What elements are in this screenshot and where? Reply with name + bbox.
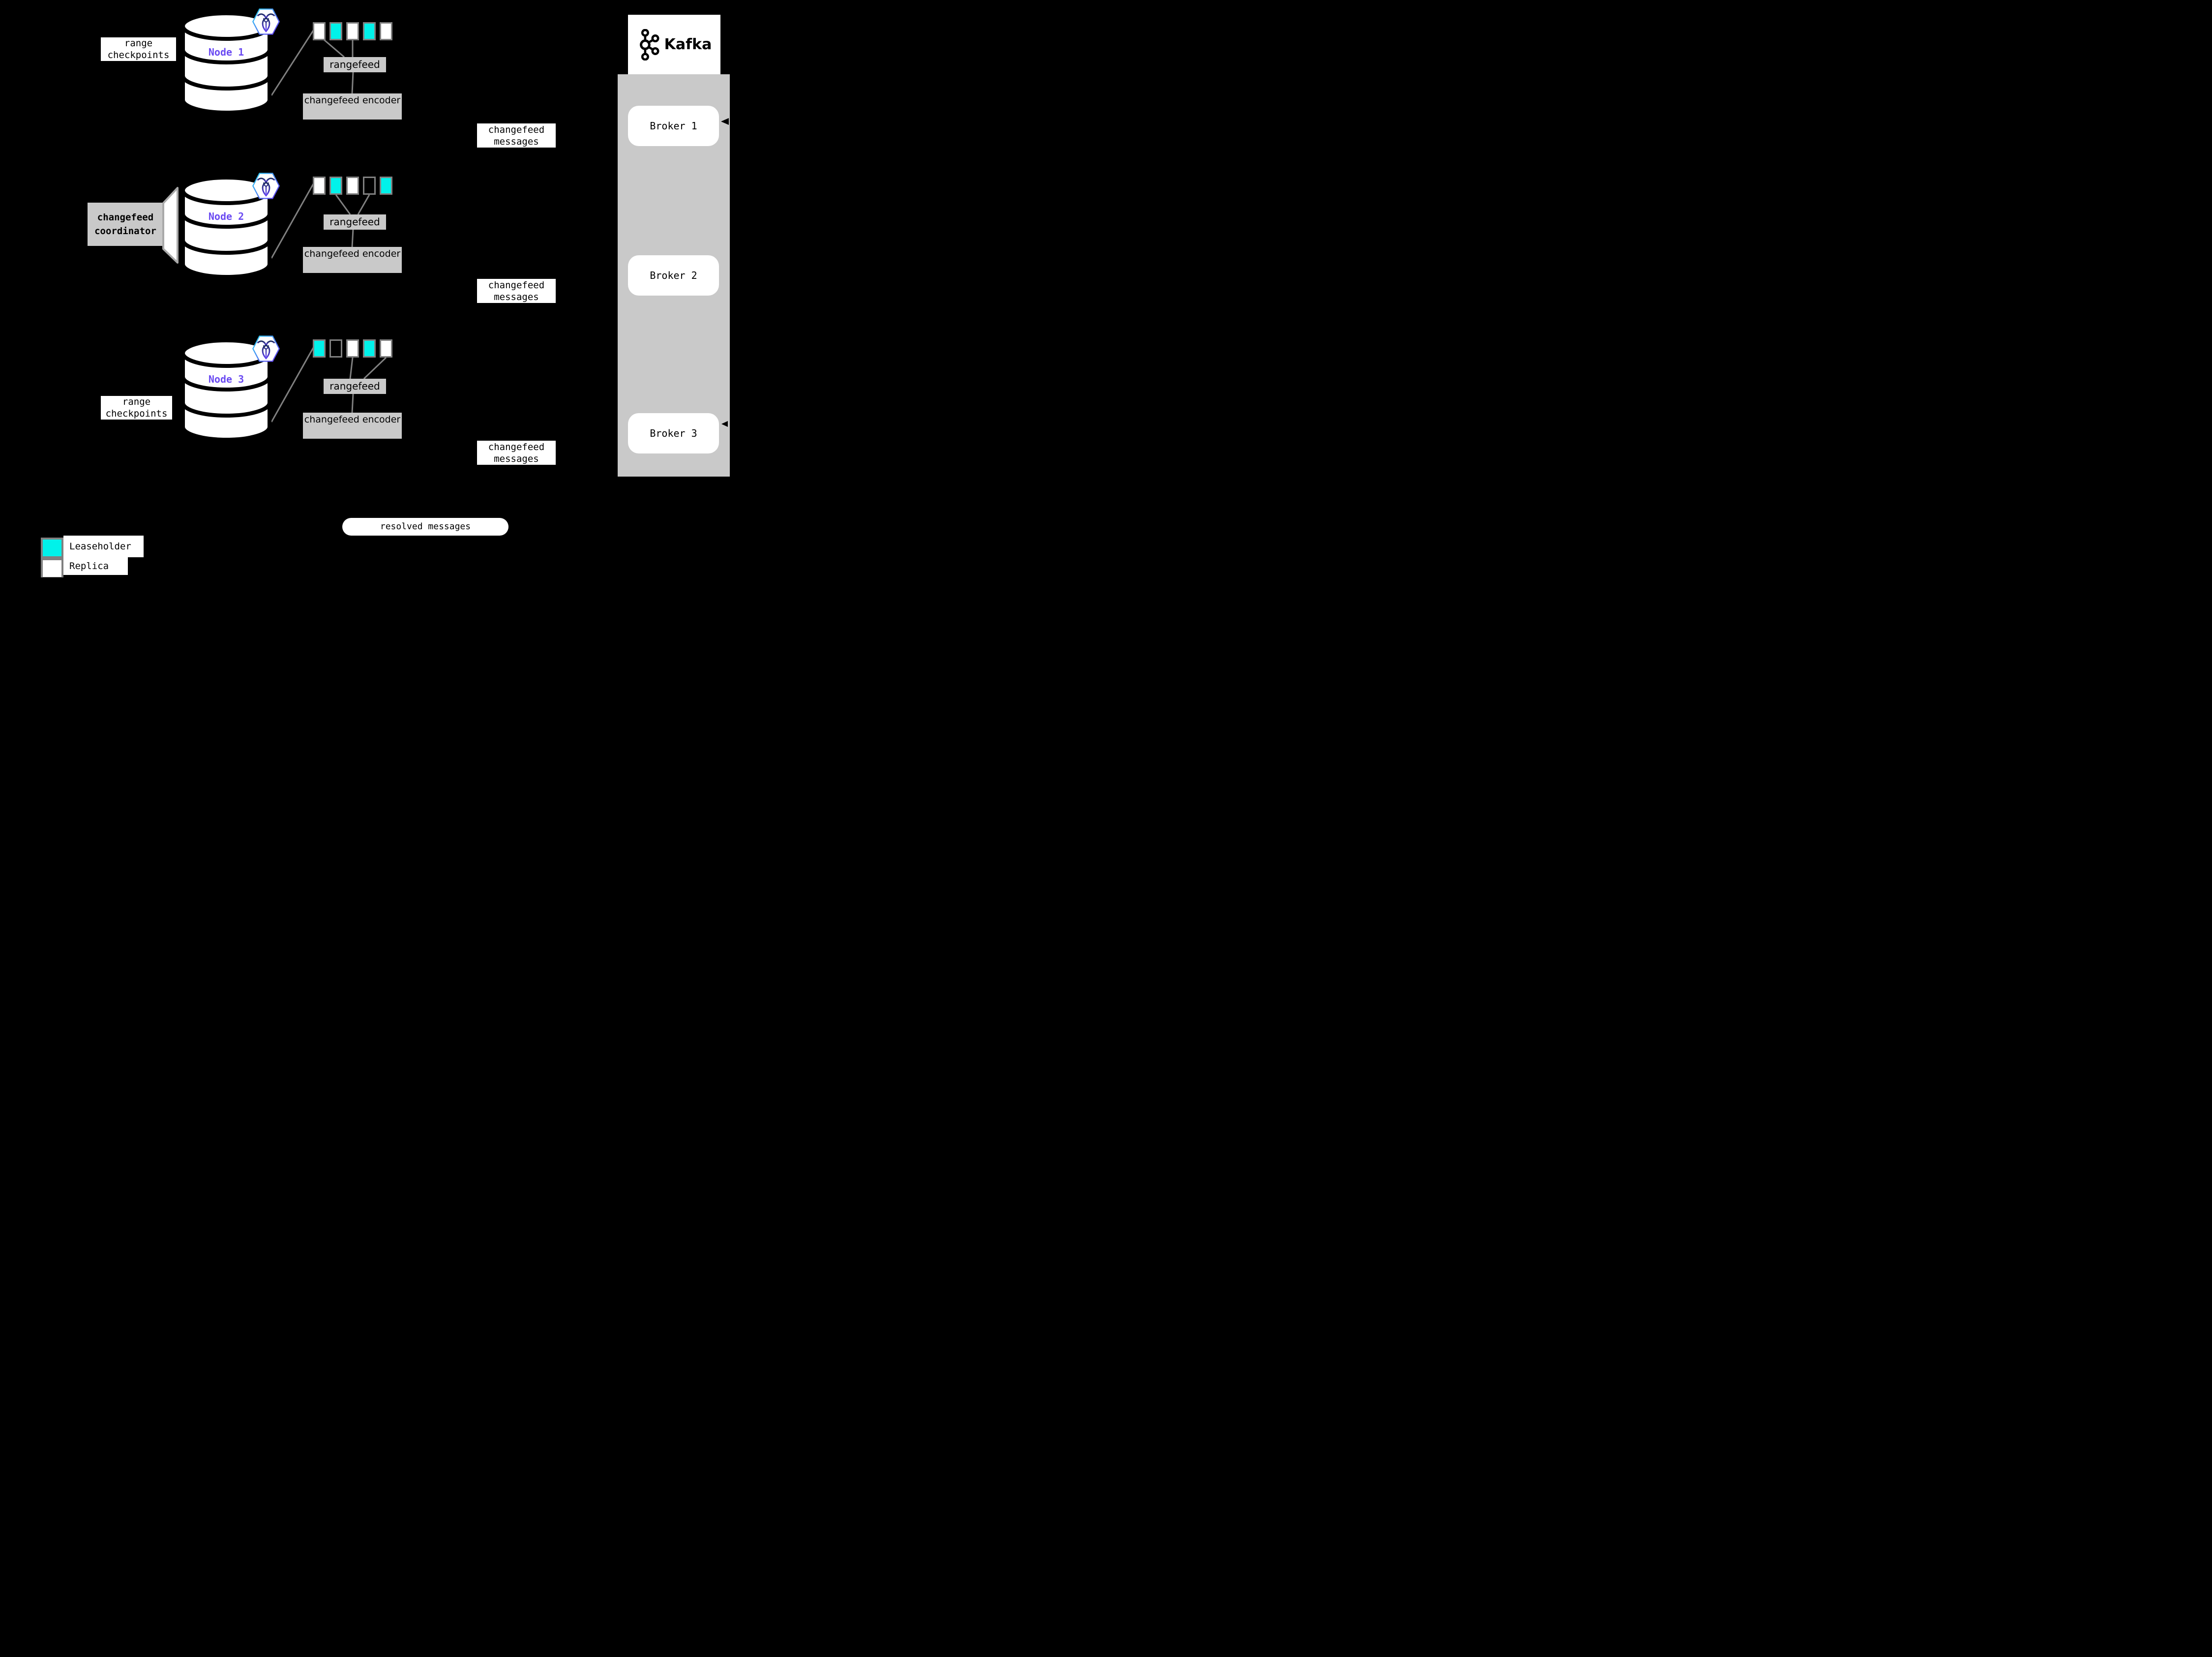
range-rect [313, 22, 326, 40]
node-row-1: Node 1 rangefeed changefeed encoder chan… [0, 8, 771, 169]
database-cylinder-icon [181, 338, 271, 442]
broker-2: Broker 2 [628, 255, 719, 296]
kafka-logo: Kafka [628, 15, 720, 74]
changefeed-encoder-box: changefeed encoder [303, 247, 402, 273]
changefeed-encoder-box: changefeed encoder [303, 413, 402, 439]
cockroachdb-logo-icon [252, 334, 280, 363]
changefeed-messages-label: changefeed messages [477, 123, 556, 148]
node-label: Node 3 [208, 373, 244, 385]
range-rect [380, 177, 392, 195]
range-rect [313, 177, 326, 195]
range-rect [346, 177, 359, 195]
range-rect [363, 177, 376, 195]
arrowhead-broker1-icon [721, 118, 729, 125]
cockroachdb-logo-icon [252, 172, 280, 200]
range-rect [329, 339, 342, 358]
connector-lines [270, 30, 354, 96]
resolved-messages-pill: resolved messages [342, 518, 508, 536]
range-rect [329, 177, 342, 195]
rangefeed-box: rangefeed [324, 214, 386, 230]
kafka-cluster-container: Broker 1 Broker 2 Broker 3 [618, 74, 730, 477]
changefeed-encoder-box: changefeed encoder [303, 93, 402, 120]
node-row-3: Node 3 rangefeed changefeed encoder chan… [0, 335, 771, 496]
connector-lines [270, 183, 370, 259]
rangefeed-box: rangefeed [324, 57, 386, 72]
legend-replica-swatch [41, 558, 63, 577]
diagram-canvas: Node 1 rangefeed changefeed encoder chan… [0, 0, 771, 577]
range-rect [380, 22, 392, 40]
arrowhead-broker3-icon [721, 421, 728, 427]
kafka-logo-icon [639, 29, 659, 60]
range-rect [363, 339, 376, 358]
range-rect [380, 339, 392, 358]
rangefeed-box: rangefeed [324, 379, 386, 394]
changefeed-messages-label: changefeed messages [477, 441, 556, 465]
legend-replica-label: Replica [63, 557, 128, 575]
range-rect [329, 22, 342, 40]
changefeed-messages-label: changefeed messages [477, 279, 556, 303]
changefeed-coordinator-box: changefeed coordinator [88, 203, 163, 246]
database-cylinder: Node 1 [181, 11, 271, 116]
range-rect [313, 339, 326, 358]
legend-leaseholder-label: Leaseholder [63, 536, 144, 557]
range-checkpoints-label-bottom: range checkpoints [101, 396, 172, 420]
node-label: Node 2 [208, 211, 244, 222]
connector-lines [270, 347, 387, 422]
range-rect [363, 22, 376, 40]
kafka-wordmark: Kafka [664, 36, 712, 53]
broker-3: Broker 3 [628, 413, 719, 453]
coordinator-pointer-icon [162, 187, 179, 264]
node-row-2: Node 2 rangefeed changefeed encoder chan… [0, 173, 771, 333]
broker-1: Broker 1 [628, 106, 719, 146]
database-cylinder-icon [181, 11, 271, 115]
cockroachdb-logo-icon [252, 7, 280, 36]
range-checkpoints-label-top: range checkpoints [101, 37, 176, 61]
node-label: Node 1 [208, 46, 244, 58]
legend-leaseholder-swatch [41, 538, 63, 558]
database-cylinder: Node 3 [181, 338, 271, 443]
message-arrowheads [721, 118, 729, 427]
range-rect [346, 22, 359, 40]
range-rect [346, 339, 359, 358]
